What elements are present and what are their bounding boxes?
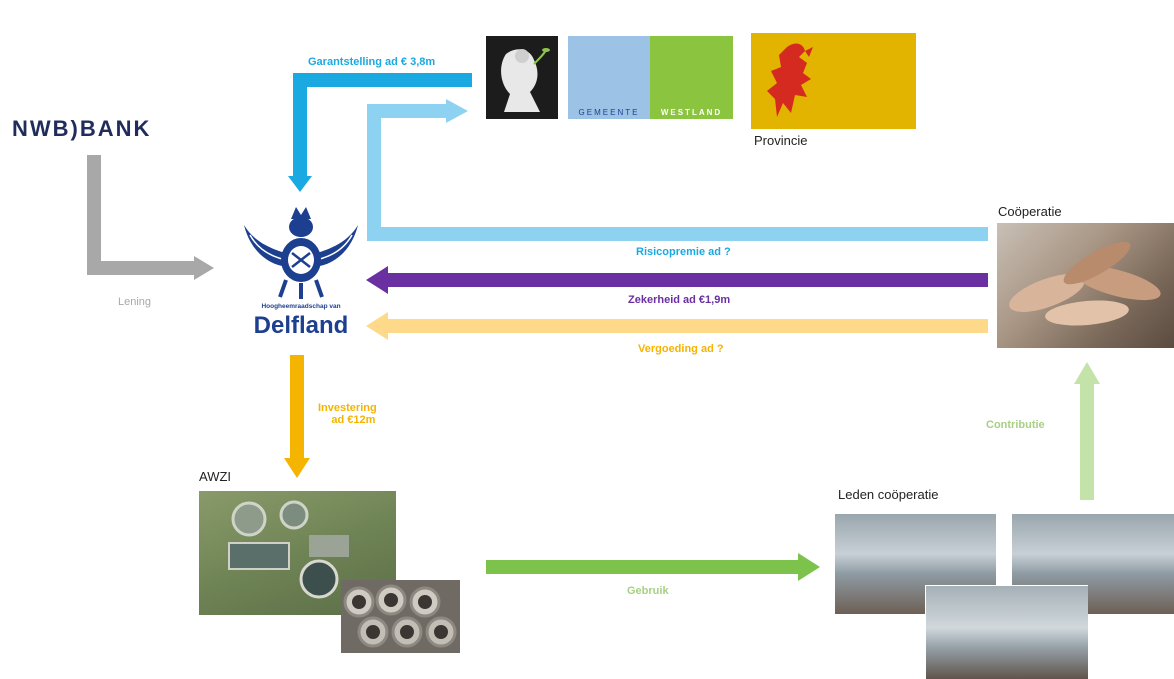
vergoeding-label: Vergoeding ad ? <box>638 343 724 355</box>
cooperatie-photo <box>997 223 1174 348</box>
westland-block: WESTLAND <box>650 36 733 119</box>
provincie-logo <box>751 33 916 129</box>
delfland-logo: Hoogheemraadschap van Delfland <box>236 205 366 340</box>
delfland-eagle-icon <box>244 207 358 299</box>
risicopremie-arrow <box>367 99 988 241</box>
greenhouse-photo-3 <box>925 585 1088 679</box>
pipes-photo <box>341 580 460 653</box>
westland-text: WESTLAND <box>660 108 723 117</box>
statue-emblem-icon <box>501 48 550 112</box>
awzi-caption: AWZI <box>199 469 232 484</box>
investering-arrow <box>284 355 310 478</box>
gemeente-text: GEMEENTE <box>568 107 650 119</box>
lening-label: Lening <box>118 296 152 308</box>
nwb-bank-logo: NWB)BANK <box>12 116 151 142</box>
vergoeding-arrow <box>366 312 988 340</box>
gebruik-label: Gebruik <box>627 585 669 597</box>
nwb-bank-wordmark: NWB)BANK <box>12 116 152 141</box>
delfland-subtitle: Hoogheemraadschap van <box>261 303 341 310</box>
garantstelling-arrow <box>288 73 472 192</box>
investering-label-line1: Investering <box>318 402 377 414</box>
risicopremie-label: Risicopremie ad ? <box>636 246 731 258</box>
concrete-pipes-icon <box>343 584 457 648</box>
contributie-arrow <box>1074 362 1100 500</box>
lion-emblem-icon <box>767 43 813 117</box>
hands-together-icon <box>1009 241 1161 326</box>
investering-label-line2: ad €12m <box>331 414 376 426</box>
garantstelling-label: Garantstelling ad € 3,8m <box>308 56 436 68</box>
leden-caption: Leden coöperatie <box>838 487 939 502</box>
lening-arrow <box>87 155 214 280</box>
provincie-caption: Provincie <box>754 133 808 148</box>
cooperatie-caption: Coöperatie <box>998 204 1062 219</box>
investering-label: Investering ad €12m <box>318 402 377 426</box>
gebruik-arrow <box>486 553 820 581</box>
contributie-label: Contributie <box>986 419 1045 431</box>
delfland-title: Delfland <box>253 312 349 339</box>
gemeente-block: GEMEENTE <box>568 36 650 119</box>
zekerheid-label: Zekerheid ad €1,9m <box>628 294 731 306</box>
westland-emblem <box>486 36 558 119</box>
zekerheid-arrow <box>366 266 988 294</box>
treatment-plant-icon <box>228 500 349 599</box>
